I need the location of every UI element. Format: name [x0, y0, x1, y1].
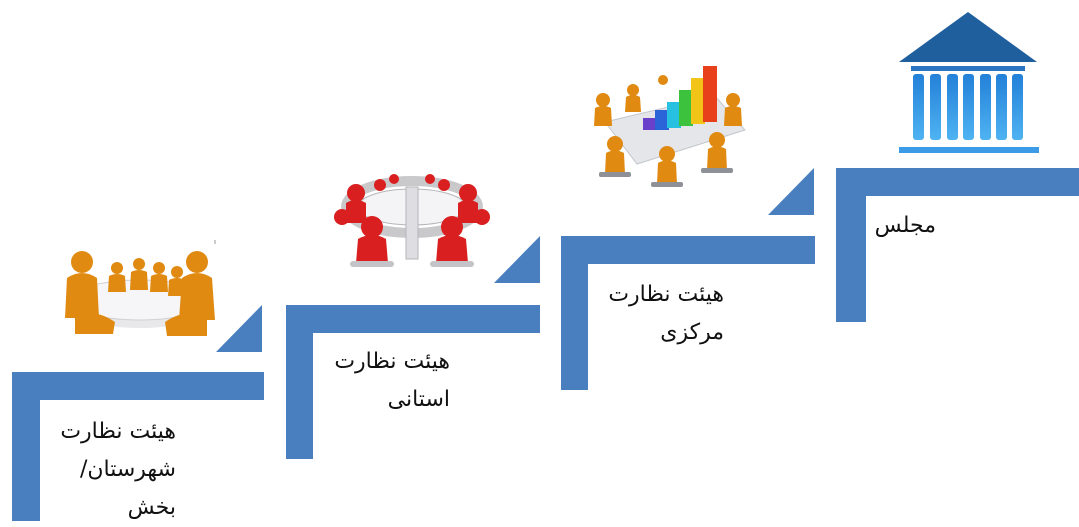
- step-1-tread: [12, 372, 264, 400]
- step-2-tread: [286, 305, 540, 333]
- step-2-line2: استانی: [387, 387, 450, 412]
- step-2-line1: هیئت نظارت: [334, 349, 450, 374]
- step-2-label: هیئت نظارت استانی: [316, 343, 450, 419]
- step-3-riser: [561, 236, 588, 390]
- step-3-tread: [561, 236, 815, 264]
- step-4-line1: مجلس: [874, 213, 936, 238]
- step-3-line2: مرکزی: [660, 320, 724, 345]
- step-4-riser: [836, 168, 866, 322]
- step-3-shape: [561, 168, 815, 390]
- step-1-line2: شهرستان/ بخش: [79, 457, 176, 520]
- step-2-shape: [286, 236, 540, 459]
- step-3-line1: هیئت نظارت: [608, 282, 724, 307]
- step-4-label: مجلس: [868, 207, 936, 245]
- step-4-tread: [836, 168, 1079, 196]
- step-1-line1: هیئت نظارت: [60, 419, 176, 444]
- step-1-label: هیئت نظارت شهرستان/ بخش: [40, 413, 176, 527]
- boardroom-chart-icon: [594, 66, 746, 187]
- step-3-label: هیئت نظارت مرکزی: [590, 276, 724, 352]
- step-2-arrow: [494, 236, 540, 283]
- round-table-meeting-icon: [334, 174, 490, 267]
- step-3-arrow: [768, 168, 814, 215]
- step-1-shape: [12, 305, 264, 521]
- step-1-arrow: [216, 305, 262, 352]
- step-1-riser: [12, 372, 40, 521]
- meeting-people-icon: [55, 238, 220, 340]
- parliament-building-icon: [899, 12, 1039, 153]
- step-2-riser: [286, 305, 313, 459]
- step-4-shape: [836, 168, 1079, 322]
